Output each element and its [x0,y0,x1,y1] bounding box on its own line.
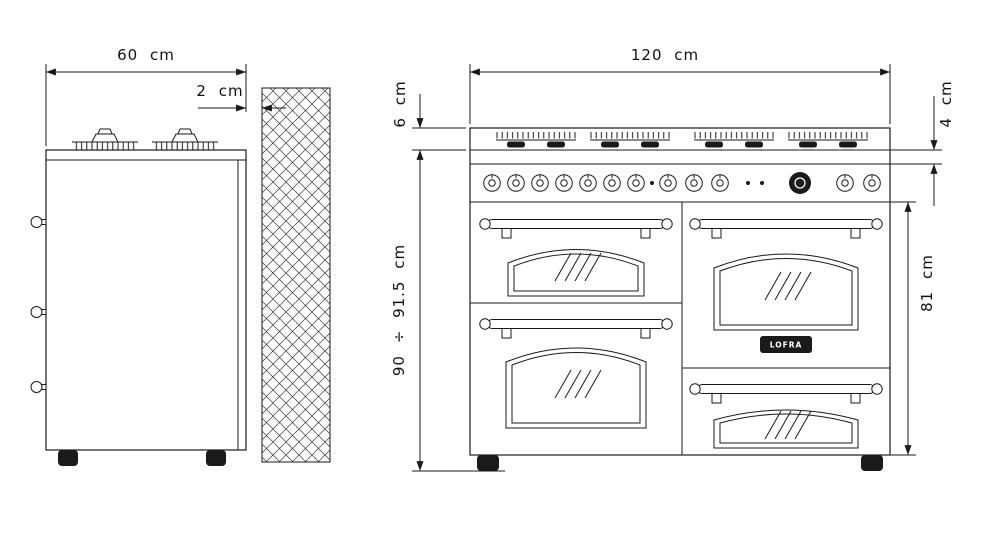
depth-dimension-label: 60 cm [117,46,175,64]
left-upper-oven-door [479,218,673,297]
dimension-overall-height: 90 ÷ 91.5 cm [390,150,505,472]
door-window [713,409,859,449]
wall-hatch [261,87,331,463]
dimension-worktop-edge: 4 cm [890,80,955,206]
knob [836,174,854,192]
side-view-range [30,128,247,466]
knob [531,174,549,192]
side-handle [30,306,47,318]
width-dimension-label: 120 cm [631,46,699,64]
front-view: LOFRA 120 cm 6 cm [390,46,955,472]
dimension-width: 120 cm [469,46,891,124]
worktop-edge-label: 4 cm [937,80,955,127]
side-handle [30,216,47,228]
knob [555,174,573,192]
knob [603,174,621,192]
side-view: 60 cm 2 cm [30,46,331,466]
knob [659,174,677,192]
door-window [713,253,859,331]
indicator-dot [746,181,750,185]
knob [507,174,525,192]
door-window [507,249,645,297]
knob [579,174,597,192]
front-view-range: LOFRA [469,127,891,471]
overall-height-label: 90 ÷ 91.5 cm [390,244,408,376]
wall-section [261,87,331,463]
side-burner-icon [71,128,139,151]
right-storage-drawer [689,383,883,449]
indicator-dot [650,181,654,185]
brand-badge: LOFRA [760,336,812,353]
upstand-height-label: 6 cm [391,80,409,127]
indicator-dot [760,181,764,185]
dimension-upstand-height: 6 cm [391,80,466,151]
oven-section-height-label: 81 cm [918,254,936,312]
clock-dial [789,172,811,194]
left-lower-oven-door [479,318,673,429]
right-main-oven-door: LOFRA [689,218,883,353]
side-foot [58,450,78,466]
dimension-oven-section-height: 81 cm [890,201,936,456]
side-foot [206,450,226,466]
door-window [505,347,647,429]
side-burner-icon [151,128,219,151]
knob [863,174,881,192]
front-foot [477,455,499,471]
brand-logo-text: LOFRA [770,341,803,350]
range-side-body [45,149,247,451]
knob [627,174,645,192]
knob [711,174,729,192]
control-panel [483,172,881,194]
wall-clearance-label: 2 cm [196,82,243,100]
front-foot [861,455,883,471]
dimension-depth: 60 cm [45,46,247,146]
side-handle [30,381,47,393]
knob [483,174,501,192]
dimension-wall-clearance: 2 cm [196,82,286,112]
knob [685,174,703,192]
